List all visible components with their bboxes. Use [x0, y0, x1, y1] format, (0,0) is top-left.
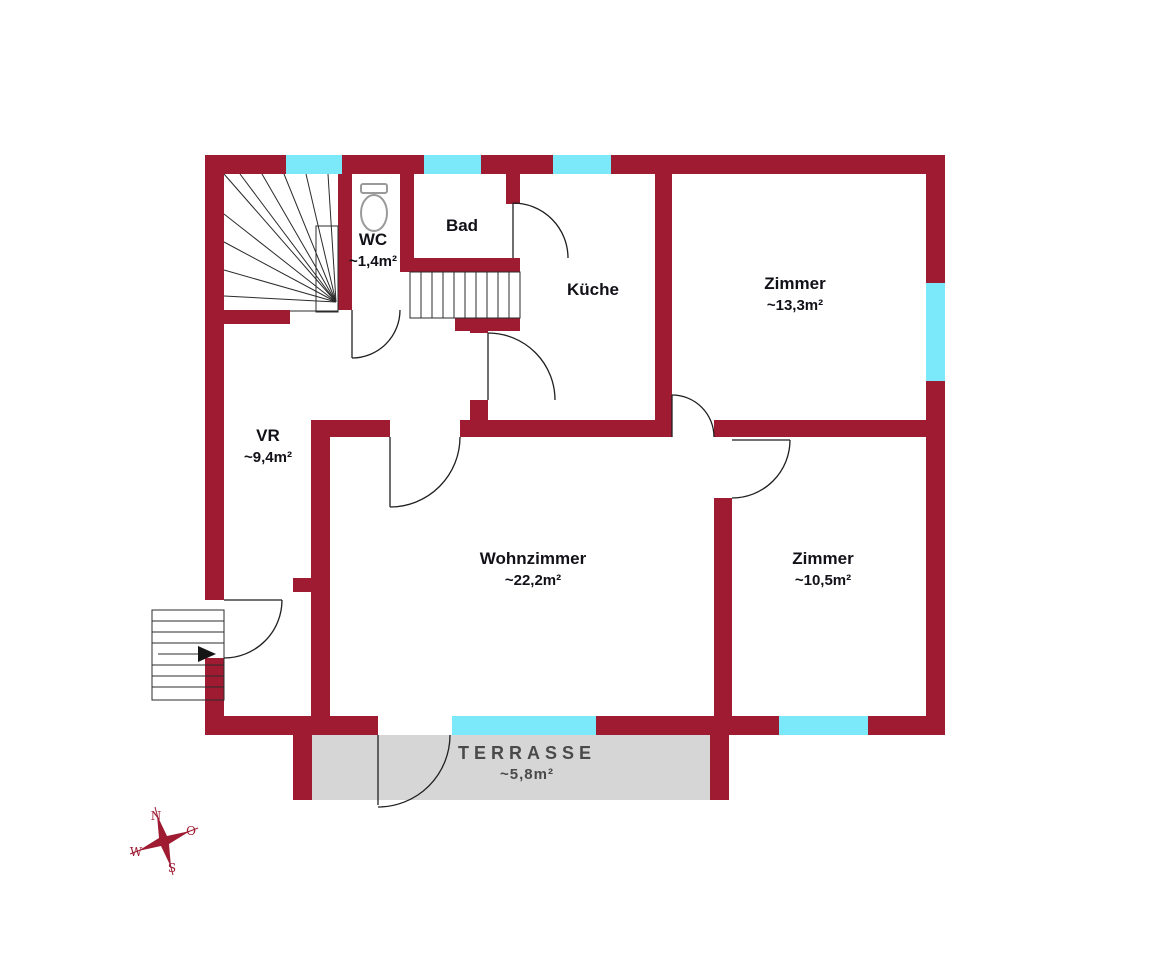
- room-area: ~1,4m²: [349, 252, 397, 270]
- windows: [286, 155, 945, 735]
- straight-stairs: [409, 271, 521, 319]
- wall-segment: [596, 716, 779, 735]
- compass-north-label: N: [150, 809, 162, 823]
- room-label-zimmer-1: Zimmer ~13,3m²: [764, 273, 825, 316]
- room-name: Zimmer: [764, 274, 826, 293]
- wall-segment: [205, 174, 224, 600]
- wall-segment: [655, 174, 672, 437]
- window: [286, 155, 342, 174]
- room-name: Küche: [567, 280, 619, 299]
- terrace-wall-left: [293, 735, 312, 800]
- room-name: Zimmer: [792, 549, 854, 568]
- room-name: WC: [358, 230, 388, 249]
- wall-segment: [506, 174, 520, 204]
- room-name: TERRASSE: [457, 743, 597, 763]
- door-arc: [351, 309, 401, 359]
- wall-segment: [714, 420, 926, 437]
- compass-star: [138, 815, 190, 867]
- wall-segment: [311, 437, 330, 716]
- wall-segment: [338, 174, 352, 310]
- room-label-zimmer-2: Zimmer ~10,5m²: [792, 548, 853, 591]
- interior-walls: [224, 174, 926, 716]
- room-name: Bad: [445, 216, 479, 235]
- wall-segment: [400, 258, 520, 272]
- room-label-bad: Bad: [446, 215, 478, 238]
- room-label-wc: WC ~1,4m²: [349, 229, 397, 272]
- room-area: ~22,2m²: [504, 571, 562, 589]
- wall-segment: [868, 716, 945, 735]
- wall-segment: [455, 318, 520, 331]
- door-arc: [731, 439, 791, 499]
- wall-segment: [293, 578, 311, 592]
- wall-segment: [470, 400, 488, 420]
- door-arc: [512, 202, 569, 259]
- door-arc: [389, 436, 461, 508]
- wall-segment: [714, 498, 732, 716]
- door-arc: [377, 734, 451, 808]
- window: [779, 716, 868, 735]
- compass-rose: [129, 806, 199, 876]
- room-area: ~10,5m²: [794, 571, 852, 589]
- room-label-vr: VR ~9,4m²: [244, 425, 292, 468]
- door-arc: [671, 394, 715, 438]
- window: [424, 155, 481, 174]
- exterior-stairs: [151, 609, 225, 701]
- room-label-terrasse: TERRASSE ~5,8m²: [458, 741, 596, 786]
- wall-segment: [311, 420, 390, 437]
- window: [452, 716, 596, 735]
- door-arc: [223, 599, 283, 659]
- wall-segment: [224, 310, 290, 324]
- compass-west-label: W: [129, 845, 143, 859]
- door-arcs: [223, 202, 791, 808]
- window: [553, 155, 611, 174]
- room-name: VR: [256, 426, 280, 445]
- wall-segment: [205, 658, 224, 735]
- toilet-icon: [360, 183, 388, 232]
- room-area: ~13,3m²: [766, 296, 824, 314]
- wall-segment: [460, 420, 655, 437]
- door-arc: [487, 332, 556, 401]
- stair-landing: [315, 225, 339, 313]
- room-name: Wohnzimmer: [479, 549, 587, 568]
- room-area: ~5,8m²: [500, 766, 554, 784]
- winder-stairs: [223, 173, 339, 313]
- room-area: ~9,4m²: [244, 448, 292, 466]
- wall-segment: [205, 716, 378, 735]
- room-label-wohnzimmer: Wohnzimmer ~22,2m²: [480, 548, 586, 591]
- window: [926, 283, 945, 381]
- compass-east-label: O: [186, 824, 196, 838]
- wall-segment: [400, 174, 414, 272]
- compass-south-label: S: [167, 861, 177, 875]
- terrace-wall-right: [710, 735, 729, 800]
- room-label-kueche: Küche: [567, 279, 619, 302]
